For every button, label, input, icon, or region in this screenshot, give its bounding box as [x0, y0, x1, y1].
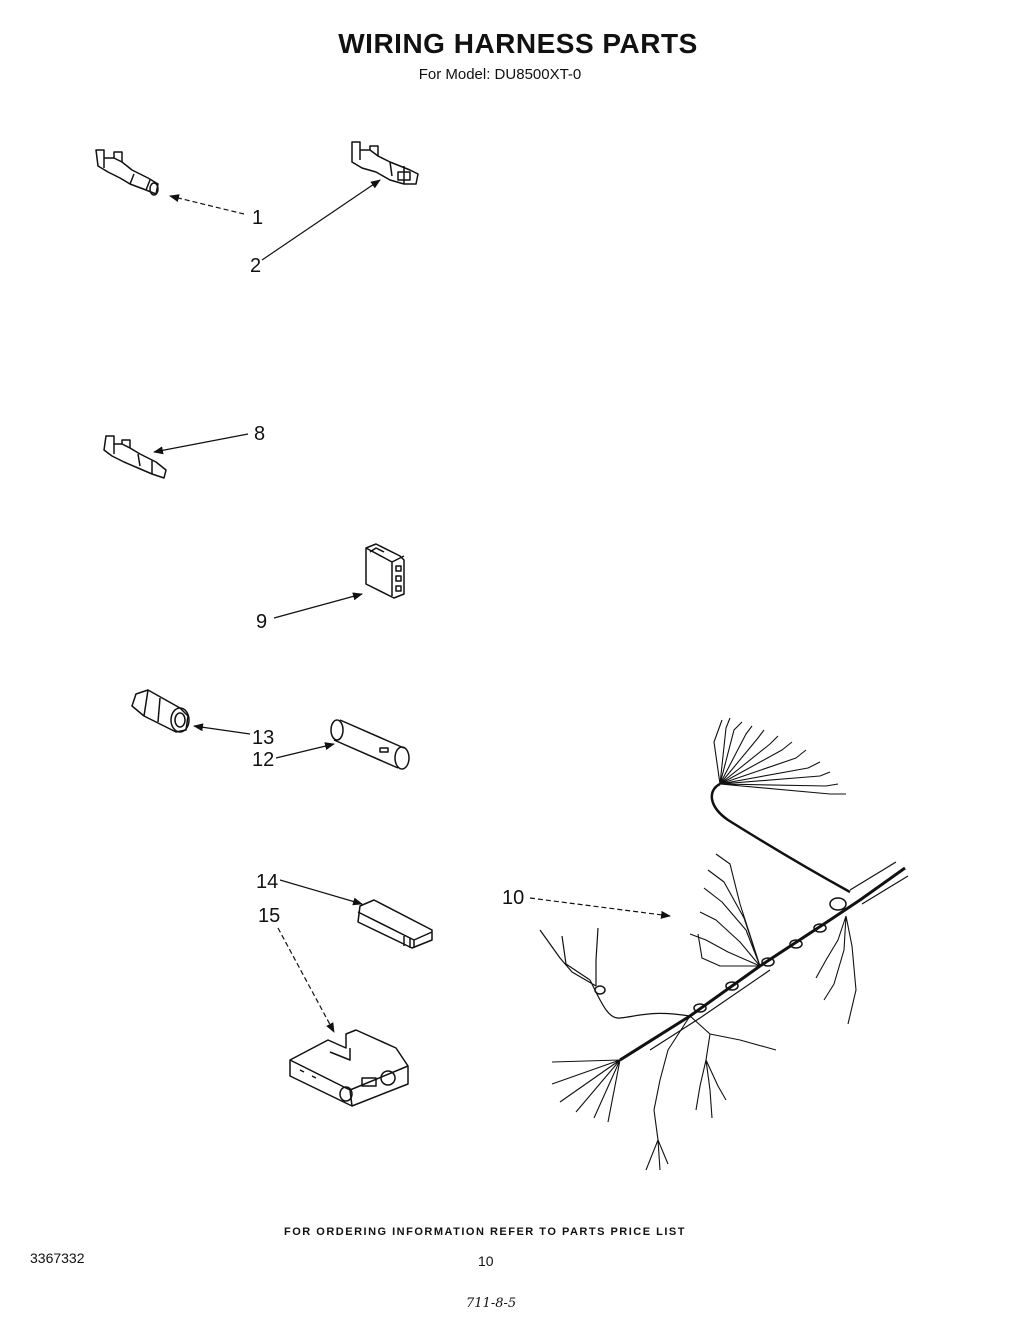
leader-15	[277, 927, 335, 1033]
part-9-connector	[365, 543, 405, 599]
page-title: WIRING HARNESS PARTS	[338, 28, 698, 59]
leader-9	[273, 592, 363, 619]
part-1-terminal	[95, 149, 159, 196]
callout-10: 10	[502, 887, 524, 909]
part-2-terminal	[351, 141, 419, 185]
leader-14	[279, 879, 363, 906]
callout-12: 12	[252, 749, 274, 771]
handwritten-note: 711-8-5	[466, 1296, 517, 1311]
leader-12	[275, 742, 335, 759]
callout-8: 8	[254, 423, 265, 445]
leader-1	[169, 194, 245, 215]
callout-1: 1	[252, 207, 263, 229]
leader-10	[529, 897, 671, 919]
model-subtitle: For Model: DU8500XT-0	[418, 66, 582, 83]
callout-15: 15	[258, 905, 280, 927]
leader-8	[153, 433, 249, 455]
document-number: 3367332	[30, 1250, 85, 1266]
page-number: 10	[478, 1253, 494, 1269]
part-8-terminal	[103, 435, 167, 479]
part-13-connector	[131, 689, 190, 733]
part-14-connector	[357, 899, 433, 949]
leader-2	[261, 179, 381, 261]
part-15-housing	[289, 1029, 409, 1107]
callout-13: 13	[252, 727, 274, 749]
callout-14: 14	[256, 871, 278, 893]
callout-9: 9	[256, 611, 267, 633]
leader-13	[193, 723, 251, 735]
callout-2: 2	[250, 255, 261, 277]
part-12-sleeve	[330, 719, 410, 770]
ordering-note: FOR ORDERING INFORMATION REFER TO PARTS …	[284, 1226, 686, 1238]
part-10-harness	[539, 717, 909, 1171]
